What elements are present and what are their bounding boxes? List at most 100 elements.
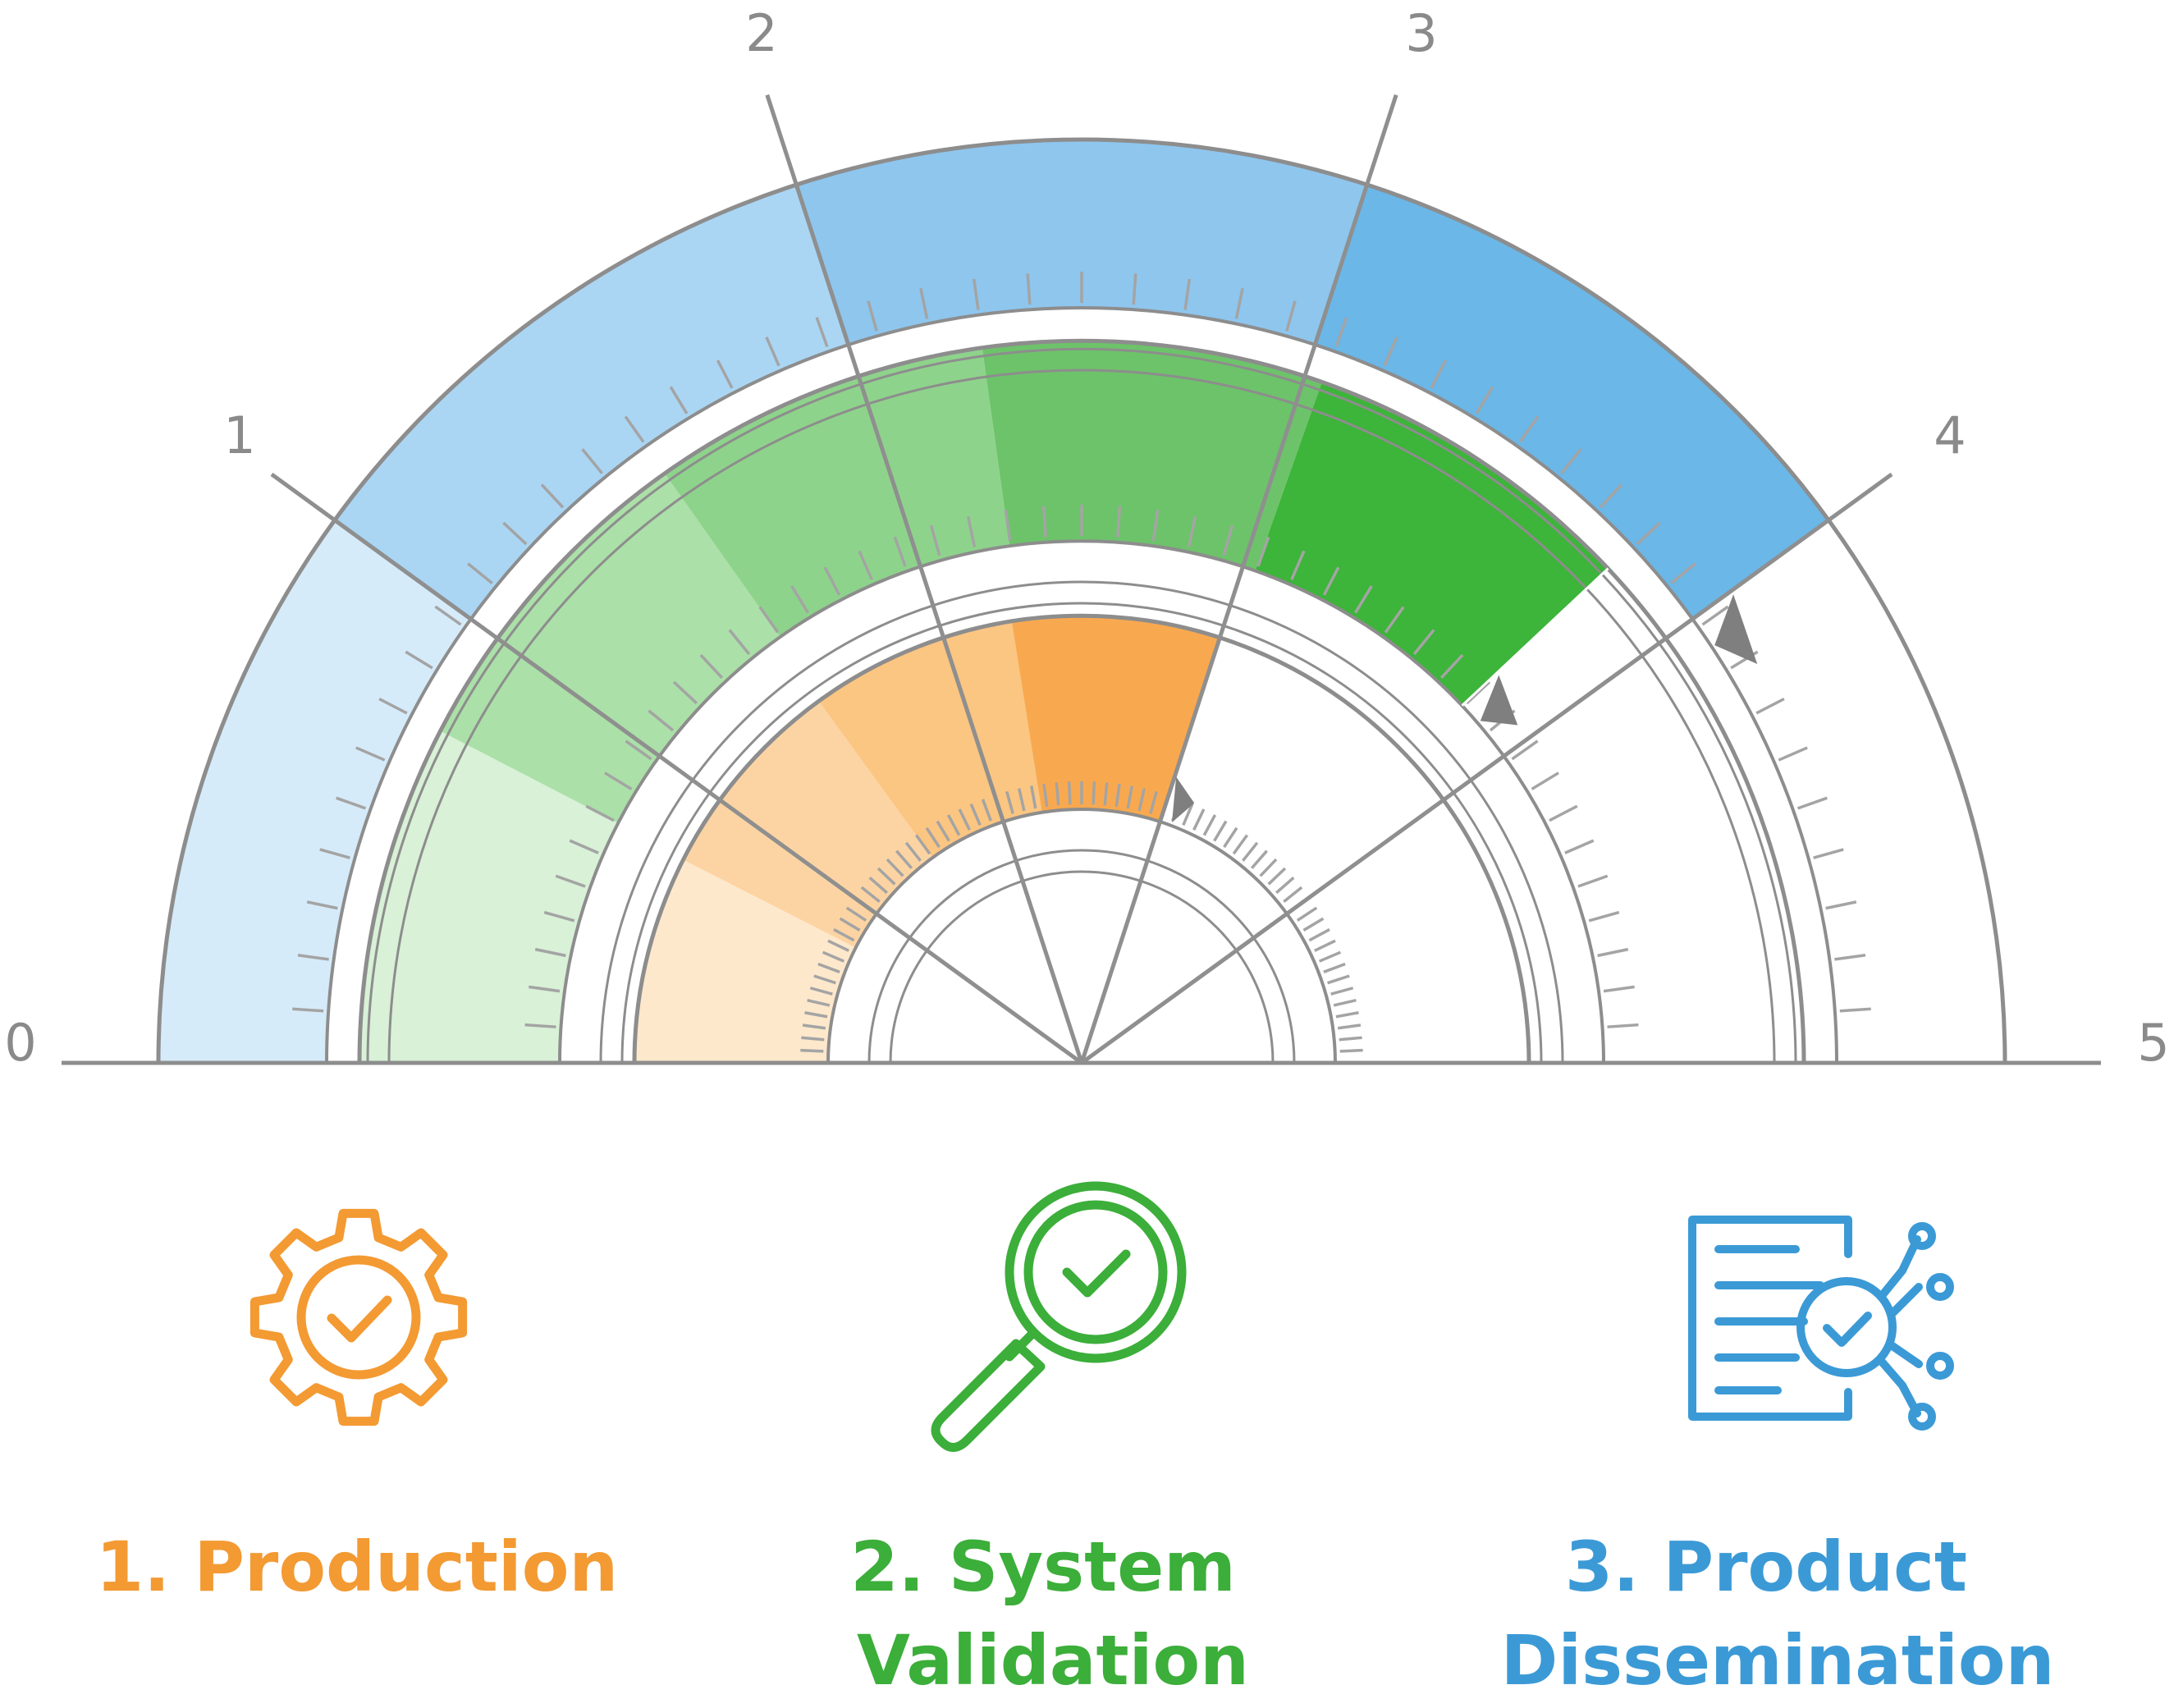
gauge-system-validation-pointer (1480, 675, 1518, 726)
gauge-production-segment-2 (818, 620, 1042, 859)
gauge-product-dissemination-tick (434, 605, 462, 626)
radial-line-4 (1080, 472, 1893, 1065)
gauge-production-tick (895, 849, 913, 869)
gauge-system-validation-segment-3 (982, 340, 1322, 571)
gauge-product-dissemination-tick (405, 650, 433, 670)
gauge-system-validation-segment-1 (440, 473, 780, 823)
gauge-product-dissemination-tick (540, 483, 565, 509)
gauge-product-dissemination-tick (867, 300, 878, 332)
gauge-production-tick (1149, 790, 1158, 814)
gauge-system-validation-tick (1439, 653, 1464, 679)
gauge-production-tick (1335, 1011, 1359, 1019)
gauge-production-tick (1067, 781, 1072, 805)
gauge-production-tick (1296, 906, 1318, 922)
gauge-system-validation-tick (1564, 839, 1595, 854)
gauge-product-dissemination-ring-b (387, 369, 1776, 1064)
gauge-product-dissemination-tick (292, 1007, 324, 1013)
gauge-production-ring-b (889, 870, 1275, 1064)
gauge-product-dissemination-tick (765, 337, 780, 367)
gauge-system-validation-tick (1577, 874, 1609, 888)
gauge-product-dissemination-tick (1701, 605, 1729, 626)
gauge-product-dissemination-tick (1334, 317, 1348, 348)
gauge-production-tick (1114, 783, 1121, 808)
gauge-production-tick (1283, 886, 1303, 903)
scale-labels: 0 1 2 3 4 5 (4, 3, 2169, 1073)
gauge-product-dissemination-tick (1518, 415, 1540, 443)
gauge-system-validation-tick (858, 550, 873, 580)
gauge-system-validation-tick (1041, 506, 1047, 538)
scale-label-4: 4 (1934, 405, 1966, 465)
stage-caption-product-line1: 3. Product (1565, 1527, 1967, 1607)
gauge-production-tick (1337, 1023, 1362, 1030)
document-network-check-icon (1688, 1216, 1954, 1431)
scale-label-0: 0 (4, 1013, 36, 1073)
gauge-system-validation-tick (1549, 804, 1578, 822)
gauge-system-validation-tick (1256, 536, 1270, 567)
gauge-system-validation-tick (569, 839, 599, 854)
gauge-system-validation-tick (823, 566, 841, 596)
gauge-product-dissemination-outer-arc (156, 137, 2007, 1064)
radial-line-3 (1079, 94, 1398, 1064)
gauge-product-dissemination-tick (815, 317, 829, 348)
gauge-product-dissemination-tick (1132, 273, 1137, 305)
gauge-production-tick (981, 799, 992, 822)
gauge-product-dissemination-tick (336, 796, 367, 810)
gauge-system-validation-tick (1384, 606, 1405, 634)
gauge-system-validation-tick (1603, 985, 1635, 993)
gauge-system-validation-tick (524, 1023, 556, 1028)
gauge-production-tick (886, 858, 904, 877)
gauge-system-validation-tick (604, 772, 633, 790)
gauge-production-tick (1323, 962, 1346, 973)
gauge-product-dissemination-tick (1383, 337, 1398, 367)
gauge-system-validation-tick (1004, 510, 1012, 542)
gauge-production-tick (845, 906, 867, 922)
gauge-production-tick (807, 998, 831, 1007)
gauge-system-validation-tick (1151, 510, 1160, 542)
gauge-production-tick (1318, 950, 1342, 963)
gauge-system-validation-tick (728, 629, 751, 656)
gauge-production-tick (1223, 827, 1238, 849)
gauge-production-pointer (1172, 776, 1195, 822)
gauge-production-tick (1308, 927, 1330, 942)
gauge-production-tick (1213, 820, 1228, 842)
gauge-product-dissemination-segment-3 (1315, 185, 1829, 620)
gauge-product-dissemination-tick (1755, 697, 1785, 715)
stage-caption-production: 1. Production (96, 1527, 618, 1607)
gauge-product-dissemination-segment-2 (796, 140, 1367, 346)
gauge-system-validation-tick (1412, 629, 1435, 656)
gauge-product-dissemination-tick (669, 386, 689, 414)
gauge-product-dissemination-segment-1 (334, 185, 849, 620)
gauge-product-dissemination-tick (355, 746, 386, 762)
scale-radial-lines (62, 94, 2101, 1065)
gauge-production-tick (1192, 808, 1206, 831)
gauge-production-tick (936, 820, 950, 842)
gauge-product-dissemination-tick (297, 954, 329, 961)
gauge-product-dissemination-tick (502, 521, 528, 546)
gauge-production-outer-arc (632, 613, 1531, 1064)
gauge-production-tick (1055, 782, 1060, 806)
gauge-production-tick (925, 827, 941, 849)
gauge-system-validation-ring-b (620, 602, 1543, 1064)
gauge-production-tick (1005, 790, 1014, 814)
gauge-product-dissemination-tick (1796, 796, 1828, 810)
gauge-fills (158, 140, 1829, 1063)
gauge-production-segment-3 (1011, 616, 1220, 822)
gauge-production-tick (969, 803, 982, 827)
scale-label-1: 1 (223, 405, 255, 465)
stage-caption-product-line2: Dissemination (1501, 1620, 2055, 1701)
gauge-production-segment-1 (683, 701, 933, 948)
gauge-production-segment-0 (634, 859, 856, 1063)
gauge-production-tick (946, 814, 961, 836)
gauge-production-tick (1242, 841, 1259, 862)
gauge-production-tick (1042, 783, 1049, 808)
gauge-system-validation-tick (1290, 550, 1306, 580)
gauge-system-validation-tick (893, 536, 907, 567)
gauge-pointers (1172, 594, 1758, 822)
gauge-product-dissemination-tick (1475, 386, 1494, 414)
gauge-system-validation-tick (585, 804, 615, 822)
gauge-product-dissemination-segment-0 (158, 520, 471, 1063)
gauge-system-validation-tick (1597, 947, 1629, 958)
gauge-system-validation-inner-arc (558, 539, 1605, 1064)
